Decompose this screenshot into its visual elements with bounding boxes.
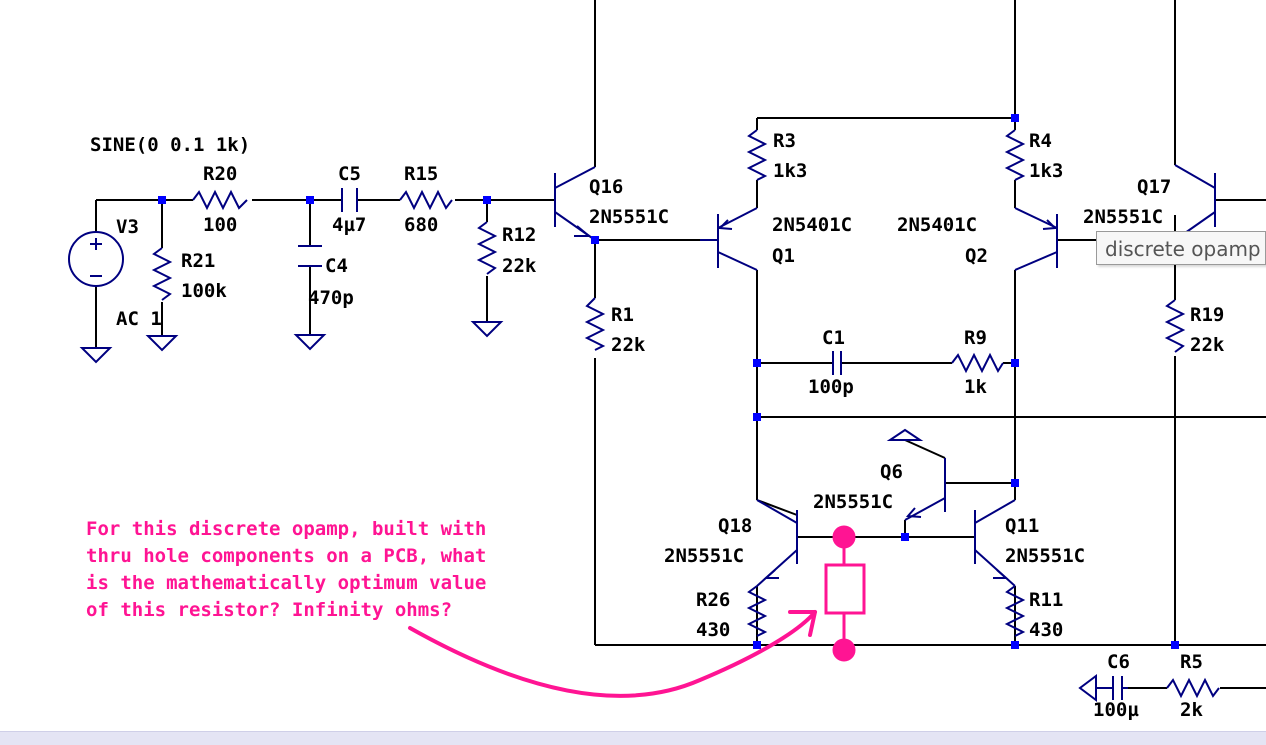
transistor-q17 bbox=[1174, 164, 1216, 241]
resistors bbox=[151, 129, 1220, 699]
transistor-q11 bbox=[974, 499, 1016, 587]
value-r12: 22k bbox=[502, 255, 537, 277]
ref-r3: R3 bbox=[773, 130, 796, 152]
value-c6: 100µ bbox=[1093, 699, 1139, 721]
capacitors bbox=[298, 188, 1128, 700]
transistor-q2 bbox=[1014, 207, 1058, 271]
transistor-q1 bbox=[700, 207, 758, 271]
voltage-source-v3 bbox=[68, 231, 124, 287]
ref-q2: Q2 bbox=[965, 245, 988, 267]
resistor-r15 bbox=[399, 189, 453, 211]
value-r3: 1k3 bbox=[773, 160, 807, 182]
ref-c6: C6 bbox=[1107, 651, 1130, 673]
annotation-arrow bbox=[408, 610, 817, 698]
ground-symbols bbox=[81, 321, 1097, 702]
ref-r11: R11 bbox=[1029, 589, 1063, 611]
annotation-question: For this discrete opamp, built with thru… bbox=[86, 518, 487, 621]
ref-c5: C5 bbox=[338, 163, 361, 185]
value-r15: 680 bbox=[404, 214, 438, 236]
ref-q17: Q17 bbox=[1137, 176, 1171, 198]
transistor-q18 bbox=[756, 499, 798, 587]
value-q17: 2N5551C bbox=[1083, 206, 1163, 228]
value-r20: 100 bbox=[203, 214, 237, 236]
value-r9: 1k bbox=[964, 376, 987, 398]
capacitor-c6 bbox=[1096, 676, 1128, 700]
resistor-r12 bbox=[476, 221, 498, 275]
resistor-r26 bbox=[746, 585, 768, 637]
resistor-r11 bbox=[1004, 585, 1026, 637]
resistor-r5 bbox=[1166, 677, 1220, 699]
resistor-r19 bbox=[1164, 299, 1186, 353]
capacitor-c5 bbox=[341, 188, 358, 212]
ref-v3: V3 bbox=[116, 216, 139, 238]
ref-q1: Q1 bbox=[772, 245, 795, 267]
value-q1: 2N5401C bbox=[772, 214, 852, 236]
ref-r12: R12 bbox=[502, 224, 536, 246]
resistor-r9 bbox=[951, 352, 1004, 374]
value-c4: 470p bbox=[308, 287, 354, 309]
component-labels: SINE(0 0.1 1k) V3 AC 1 R20 100 R21 100k … bbox=[90, 130, 1225, 721]
value-q11: 2N5551C bbox=[1005, 545, 1085, 567]
value-r26: 430 bbox=[696, 619, 730, 641]
junction-dots bbox=[158, 114, 1179, 649]
value-c1: 100p bbox=[808, 376, 854, 398]
value-q16: 2N5551C bbox=[589, 206, 669, 228]
value-c5: 4µ7 bbox=[332, 214, 366, 236]
ref-r20: R20 bbox=[203, 163, 237, 185]
value-q2: 2N5401C bbox=[897, 214, 977, 236]
ref-r15: R15 bbox=[404, 163, 438, 185]
value-r1: 22k bbox=[611, 334, 646, 356]
status-bar bbox=[0, 731, 1266, 745]
value-r19: 22k bbox=[1190, 334, 1225, 356]
resistor-r3 bbox=[746, 129, 768, 181]
ref-r19: R19 bbox=[1190, 304, 1224, 326]
sine-directive: SINE(0 0.1 1k) bbox=[90, 134, 250, 156]
resistor-r21 bbox=[151, 247, 173, 301]
value-q6: 2N5551C bbox=[813, 491, 893, 513]
ref-r21: R21 bbox=[181, 250, 215, 272]
value-r5: 2k bbox=[1180, 699, 1203, 721]
resistor-r1 bbox=[584, 297, 606, 351]
value-r11: 430 bbox=[1029, 619, 1063, 641]
resistor-r20 bbox=[192, 189, 248, 211]
ref-c1: C1 bbox=[822, 327, 845, 349]
resistor-r4 bbox=[1004, 129, 1026, 181]
value-r21: 100k bbox=[181, 280, 227, 302]
capacitor-c4 bbox=[298, 245, 322, 267]
value-q18: 2N5551C bbox=[664, 545, 744, 567]
ref-r26: R26 bbox=[696, 589, 730, 611]
transistors bbox=[554, 164, 1216, 587]
ref-q6: Q6 bbox=[880, 461, 903, 483]
tooltip: discrete opamp bbox=[1096, 231, 1266, 265]
ref-r9: R9 bbox=[964, 327, 987, 349]
transistor-q16 bbox=[554, 166, 596, 241]
ref-q11: Q11 bbox=[1005, 515, 1039, 537]
ref-r1: R1 bbox=[611, 304, 634, 326]
ref-r5: R5 bbox=[1180, 651, 1203, 673]
value-v3: AC 1 bbox=[116, 308, 162, 330]
highlighted-resistor bbox=[824, 525, 866, 662]
value-r4: 1k3 bbox=[1029, 160, 1063, 182]
ref-c4: C4 bbox=[325, 255, 348, 277]
ref-q18: Q18 bbox=[718, 515, 752, 537]
transistor-q6 bbox=[904, 458, 946, 521]
ref-r4: R4 bbox=[1029, 130, 1052, 152]
capacitor-c1 bbox=[832, 351, 842, 375]
ref-q16: Q16 bbox=[589, 176, 623, 198]
